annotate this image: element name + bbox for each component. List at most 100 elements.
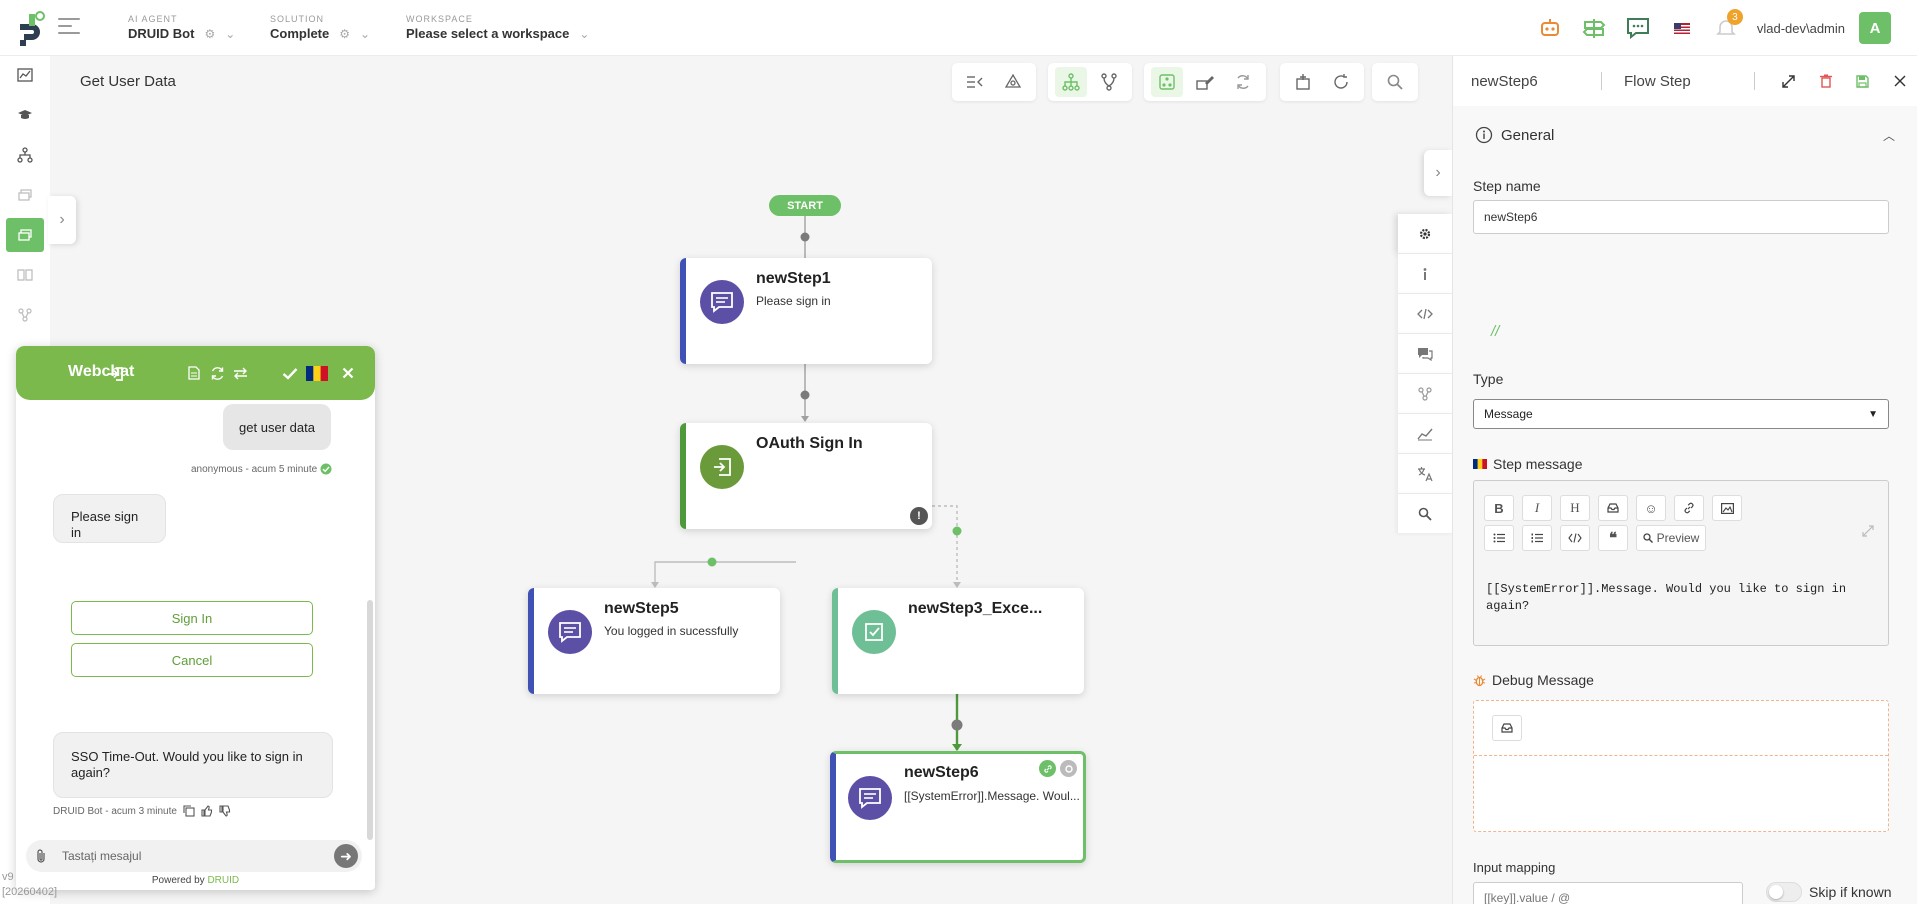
- flow-node-newstep5[interactable]: newStep5 You logged in sucessfully: [528, 588, 780, 694]
- webchat-scrollbar[interactable]: [367, 600, 373, 840]
- thumbs-down-icon[interactable]: [219, 805, 231, 817]
- close-icon[interactable]: [339, 364, 357, 382]
- edit-flow-icon[interactable]: [1189, 67, 1221, 97]
- branch-view-icon[interactable]: [1093, 67, 1125, 97]
- cards-icon[interactable]: [6, 178, 44, 212]
- powered-by-brand[interactable]: DRUID: [207, 875, 240, 886]
- druid-logo-icon[interactable]: [12, 10, 48, 46]
- search-icon[interactable]: [1379, 67, 1411, 97]
- sign-in-button[interactable]: Sign In: [71, 601, 313, 635]
- ai-agent-selector[interactable]: AI AGENT DRUID Bot ⚙ ⌄: [128, 14, 235, 41]
- expand-nav-chevron-icon[interactable]: ›: [48, 196, 76, 244]
- flow-node-newstep6[interactable]: newStep6 [[SystemError]].Message. Woul..…: [830, 751, 1086, 863]
- tab-comments-icon[interactable]: [1398, 334, 1452, 374]
- settings-badge-icon[interactable]: [1060, 760, 1077, 777]
- chat-bubble-icon[interactable]: [1625, 15, 1651, 41]
- collapse-panel-chevron-icon[interactable]: ›: [1424, 150, 1452, 196]
- link-icon[interactable]: [1039, 760, 1056, 777]
- romania-flag-icon[interactable]: [306, 364, 328, 382]
- emoji-icon[interactable]: ☺: [1636, 495, 1666, 521]
- numbered-list-icon[interactable]: [1522, 525, 1552, 551]
- tab-analytics-icon[interactable]: [1398, 414, 1452, 454]
- connector-icon[interactable]: [6, 298, 44, 332]
- start-node[interactable]: START: [769, 195, 841, 216]
- collapse-panel-icon[interactable]: [959, 67, 991, 97]
- node-title: newStep5: [604, 600, 679, 617]
- workspace-selector[interactable]: WORKSPACE Please select a workspace ⌄: [406, 14, 589, 41]
- avatar[interactable]: A: [1859, 12, 1891, 44]
- refresh-icon[interactable]: [1325, 67, 1357, 97]
- italic-icon[interactable]: I: [1522, 495, 1552, 521]
- restart-icon[interactable]: [208, 364, 226, 382]
- notifications-bell-icon[interactable]: 3: [1713, 9, 1743, 41]
- skip-if-known-toggle[interactable]: [1766, 882, 1802, 902]
- tree-view-icon[interactable]: [1055, 67, 1087, 97]
- menu-toggle-icon[interactable]: [58, 18, 80, 36]
- chevron-down-icon[interactable]: ⌄: [579, 26, 590, 41]
- inbox-icon[interactable]: [1598, 495, 1628, 521]
- section-general-header[interactable]: General ︿: [1475, 126, 1895, 144]
- image-icon[interactable]: [1712, 495, 1742, 521]
- sign-in-icon[interactable]: [106, 365, 124, 383]
- inbox-icon[interactable]: [1492, 715, 1522, 741]
- debug-message-editor[interactable]: [1473, 700, 1889, 832]
- check-icon[interactable]: [281, 364, 299, 382]
- analytics-chart-icon[interactable]: [6, 58, 44, 92]
- preview-button[interactable]: Preview: [1636, 525, 1706, 551]
- thumbs-up-icon[interactable]: [201, 805, 213, 817]
- flow-node-newstep3-exception[interactable]: newStep3_Exce...: [832, 588, 1084, 694]
- flow-node-newstep1[interactable]: newStep1 Please sign in: [680, 258, 932, 364]
- knowledge-book-icon[interactable]: [6, 258, 44, 292]
- resize-expand-icon[interactable]: [1862, 525, 1874, 540]
- auto-layout-icon[interactable]: [1151, 67, 1183, 97]
- sync-icon[interactable]: [1227, 67, 1259, 97]
- code-icon[interactable]: [1560, 525, 1590, 551]
- step-message-editor[interactable]: B I H ☺: [1473, 480, 1889, 646]
- tab-integrations-icon[interactable]: [1398, 374, 1452, 414]
- tab-code-icon[interactable]: [1398, 294, 1452, 334]
- bold-icon[interactable]: B: [1484, 495, 1514, 521]
- gear-icon[interactable]: ⚙: [204, 26, 216, 41]
- gear-icon[interactable]: ⚙: [339, 26, 350, 41]
- signpost-icon[interactable]: [1581, 15, 1607, 41]
- bullet-list-icon[interactable]: [1484, 525, 1514, 551]
- chevron-up-icon[interactable]: ︿: [1882, 128, 1895, 143]
- document-icon[interactable]: [185, 364, 203, 382]
- step-name-input[interactable]: newStep6: [1473, 200, 1889, 234]
- ai-assist-icon[interactable]: [997, 67, 1029, 97]
- graduation-cap-icon[interactable]: [6, 98, 44, 132]
- flow-node-oauth-sign-in[interactable]: OAuth Sign In !: [680, 423, 932, 529]
- link-icon[interactable]: [1674, 495, 1704, 521]
- close-icon[interactable]: [1881, 70, 1917, 92]
- expand-icon[interactable]: [1770, 70, 1807, 92]
- warning-icon[interactable]: !: [910, 507, 928, 525]
- delete-trash-icon[interactable]: [1807, 70, 1844, 92]
- chevron-down-icon[interactable]: ⌄: [225, 26, 236, 41]
- tab-info-icon[interactable]: [1398, 254, 1452, 294]
- message-input[interactable]: Tastați mesajul: [62, 849, 142, 863]
- us-flag-icon[interactable]: [1669, 15, 1695, 41]
- romania-flag-icon[interactable]: [1473, 459, 1487, 469]
- heading-icon[interactable]: H: [1560, 495, 1590, 521]
- username[interactable]: vlad-dev\admin: [1756, 20, 1845, 36]
- solution-selector[interactable]: SOLUTION Complete ⚙ ⌄: [270, 14, 370, 41]
- add-step-icon[interactable]: [1287, 67, 1319, 97]
- type-select[interactable]: Message ▼: [1473, 399, 1889, 429]
- paperclip-icon[interactable]: [26, 848, 56, 864]
- tab-settings-gear-icon[interactable]: [1398, 214, 1452, 254]
- quote-icon[interactable]: ❝: [1598, 525, 1628, 551]
- swap-icon[interactable]: [231, 364, 249, 382]
- step-message-text[interactable]: [[SystemError]].Message. Would you like …: [1486, 582, 1847, 613]
- chevron-down-icon[interactable]: ⌄: [360, 26, 371, 41]
- copy-icon[interactable]: [183, 805, 195, 817]
- send-arrow-icon[interactable]: ➜: [334, 844, 358, 868]
- cancel-button[interactable]: Cancel: [71, 643, 313, 677]
- comment-toggle[interactable]: //: [1491, 323, 1500, 340]
- flow-diagram-icon[interactable]: [6, 138, 44, 172]
- tab-search-icon[interactable]: [1398, 494, 1452, 534]
- save-disk-icon[interactable]: [1844, 70, 1881, 92]
- tab-translate-icon[interactable]: [1398, 454, 1452, 494]
- input-mapping-field[interactable]: [1473, 882, 1743, 904]
- webchat-toggle-icon[interactable]: [6, 218, 44, 252]
- robot-icon[interactable]: [1537, 15, 1563, 41]
